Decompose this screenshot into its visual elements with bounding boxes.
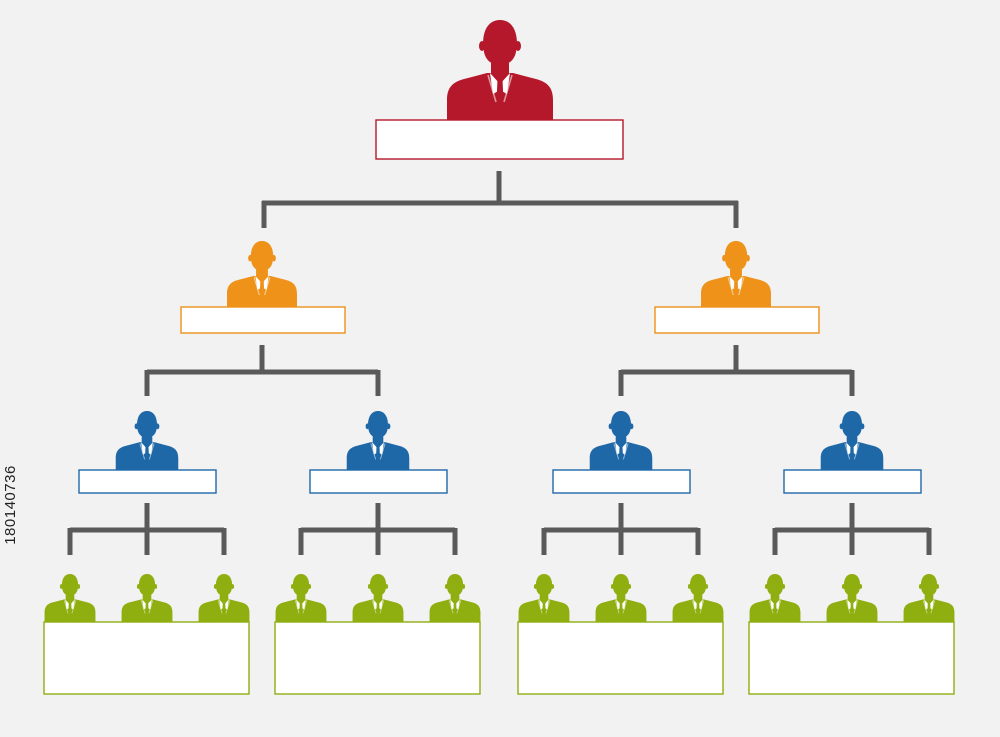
supervisor-person-icon [115, 411, 179, 470]
team-member-person-icon [198, 574, 250, 622]
team-member-person-icon [121, 574, 173, 622]
team-title-box [274, 621, 481, 695]
team-member-person-icon [749, 574, 801, 622]
image-id-text: 180140736 [2, 465, 19, 545]
manager-person-icon [227, 241, 297, 307]
team-member-person-icon [352, 574, 404, 622]
supervisor-person-icon [589, 411, 653, 470]
ceo-title-box [375, 119, 624, 160]
team-member-person-icon [44, 574, 96, 622]
team-member-person-icon [429, 574, 481, 622]
supervisor-person-icon [346, 411, 410, 470]
team-member-person-icon [826, 574, 878, 622]
supervisor-person-icon [820, 411, 884, 470]
team-title-box [748, 621, 955, 695]
team-title-box [517, 621, 724, 695]
team-member-person-icon [595, 574, 647, 622]
supervisor-title-box [783, 469, 922, 494]
manager-title-box [180, 306, 346, 334]
team-title-box [43, 621, 250, 695]
team-member-person-icon [672, 574, 724, 622]
team-member-person-icon [518, 574, 570, 622]
team-member-person-icon [903, 574, 955, 622]
manager-title-box [654, 306, 820, 334]
supervisor-title-box [552, 469, 691, 494]
manager-person-icon [701, 241, 771, 307]
supervisor-title-box [78, 469, 217, 494]
ceo-person-icon [447, 20, 553, 120]
team-member-person-icon [275, 574, 327, 622]
supervisor-title-box [309, 469, 448, 494]
